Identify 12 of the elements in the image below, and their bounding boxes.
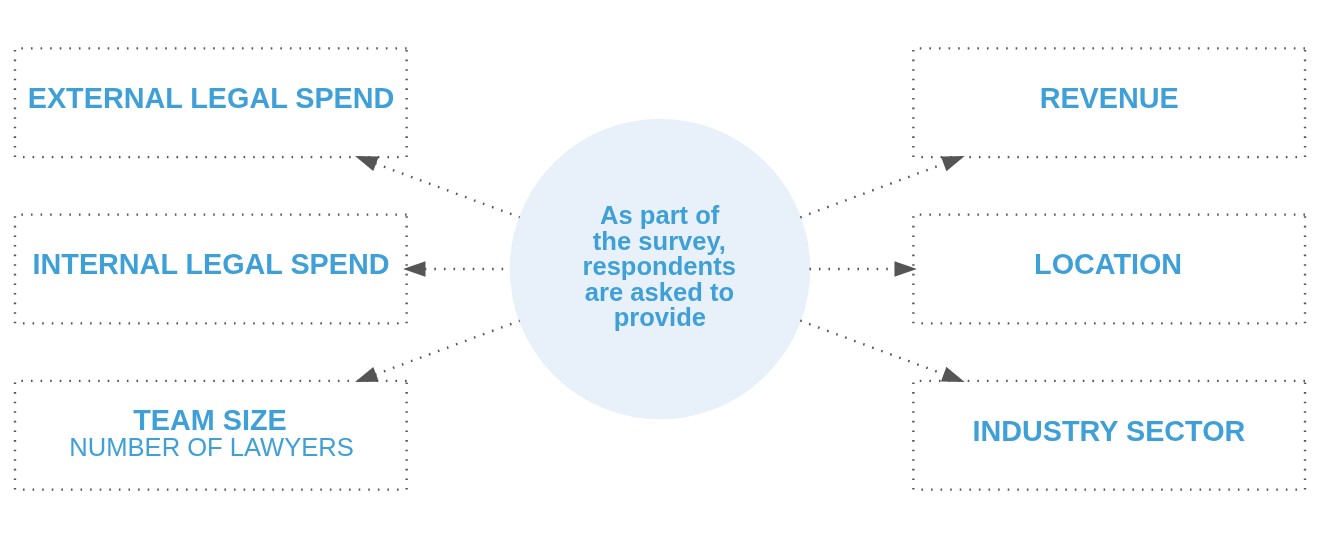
node-box: INTERNAL LEGAL SPEND	[13, 213, 408, 325]
arrow	[799, 156, 965, 219]
arrow	[809, 261, 917, 277]
node-box: REVENUE	[912, 47, 1307, 159]
arrow	[355, 155, 521, 219]
node-box: INDUSTRY SECTOR	[912, 379, 1307, 491]
arrow	[355, 319, 521, 383]
node-box: LOCATION	[912, 213, 1307, 325]
node-box: TEAM SIZE NUMBER OF LAWYERS	[13, 379, 408, 491]
arrow	[799, 319, 965, 382]
node-box: EXTERNAL LEGAL SPEND	[13, 47, 408, 159]
node-circle: As part of the survey, respondents are asked to provide	[509, 118, 811, 420]
